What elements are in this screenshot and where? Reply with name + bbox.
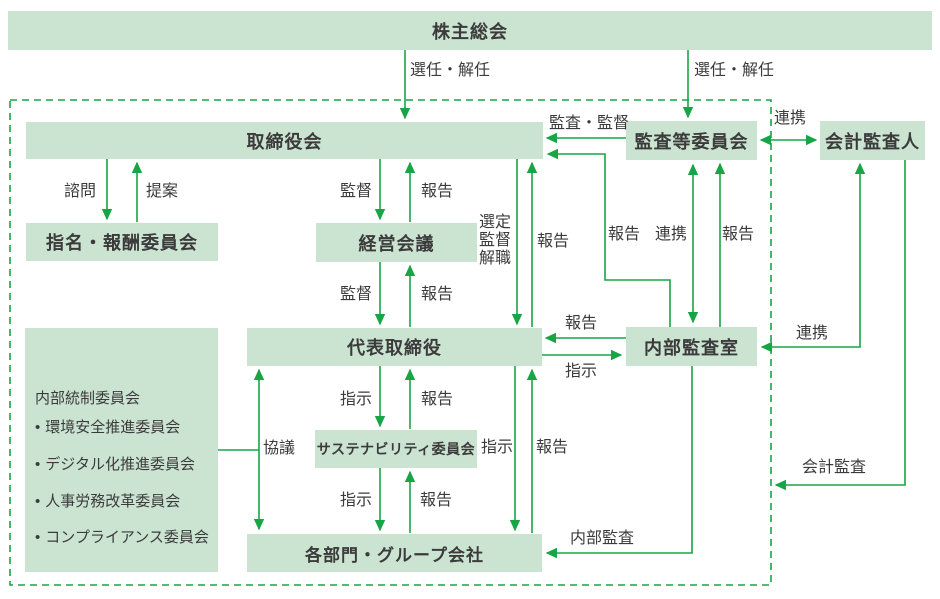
internal-control-item: コンプライアンス委員会 [35,526,209,547]
edge-label-line: 選定 [479,214,512,231]
edge-label-elect-dismiss: 選任・解任 [694,62,775,79]
node-nomination-compensation-committee: 指名・報酬委員会 [26,223,218,261]
edge-label-report: 報告 [421,286,454,303]
node-audit-supervisory-committee: 監査等委員会 [626,121,757,160]
edge-label-report: 報告 [421,183,454,200]
internal-control-item: 人事労務改革委員会 [35,490,180,511]
edge-label-instruct: 指示 [340,391,373,408]
edge-label-advise: 諮問 [64,183,97,200]
edge-label-report: 報告 [565,315,598,332]
edge-label-instruct: 指示 [481,439,514,456]
internal-control-item: 環境安全推進委員会 [35,416,180,437]
edge-label-report: 報告 [537,233,570,250]
edge-label-cooperate: 連携 [774,110,807,127]
edge-label-audit-supervise: 監査・監督 [549,115,630,132]
edge-label-accounting-audit: 会計監査 [802,459,867,476]
edge-label-report: 報告 [420,492,453,509]
node-accounting-auditor: 会計監査人 [820,121,925,160]
edge-label-report: 報告 [421,391,454,408]
edge-label-elect-dismiss: 選任・解任 [410,62,491,79]
node-management-meeting: 経営会議 [316,223,477,262]
node-departments-group-companies: 各部門・グループ会社 [247,534,542,572]
edge-label-supervise: 監督 [340,286,373,303]
node-sustainability-committee: サステナビリティ委員会 [315,430,477,468]
internal-control-item: デジタル化推進委員会 [35,453,195,474]
edge-label-instruct: 指示 [565,363,598,380]
edge-label-line: 監督 [479,232,512,249]
edge-label-consult: 協議 [263,440,296,457]
edge-label-propose: 提案 [146,183,179,200]
node-board-of-directors: 取締役会 [26,122,543,159]
edge-label-select-supervise-dismiss: 選定 監督 解職 [479,214,511,268]
node-representative-director: 代表取締役 [247,328,542,366]
edge-label-cooperate: 連携 [796,325,829,342]
edge-label-cooperate: 連携 [655,226,688,243]
internal-control-title: 内部統制委員会 [35,390,141,407]
edge-label-report: 報告 [722,226,755,243]
edge-label-internal-audit: 内部監査 [570,530,635,547]
edge-label-instruct: 指示 [340,492,373,509]
edge-label-supervise: 監督 [340,183,373,200]
node-internal-audit-office: 内部監査室 [626,327,757,366]
edge-label-line: 解職 [479,250,512,267]
node-shareholders-meeting: 株主総会 [8,11,932,50]
governance-boundary-dashed [9,99,772,586]
edge-label-report: 報告 [608,226,641,243]
edge-label-report: 報告 [536,439,569,456]
